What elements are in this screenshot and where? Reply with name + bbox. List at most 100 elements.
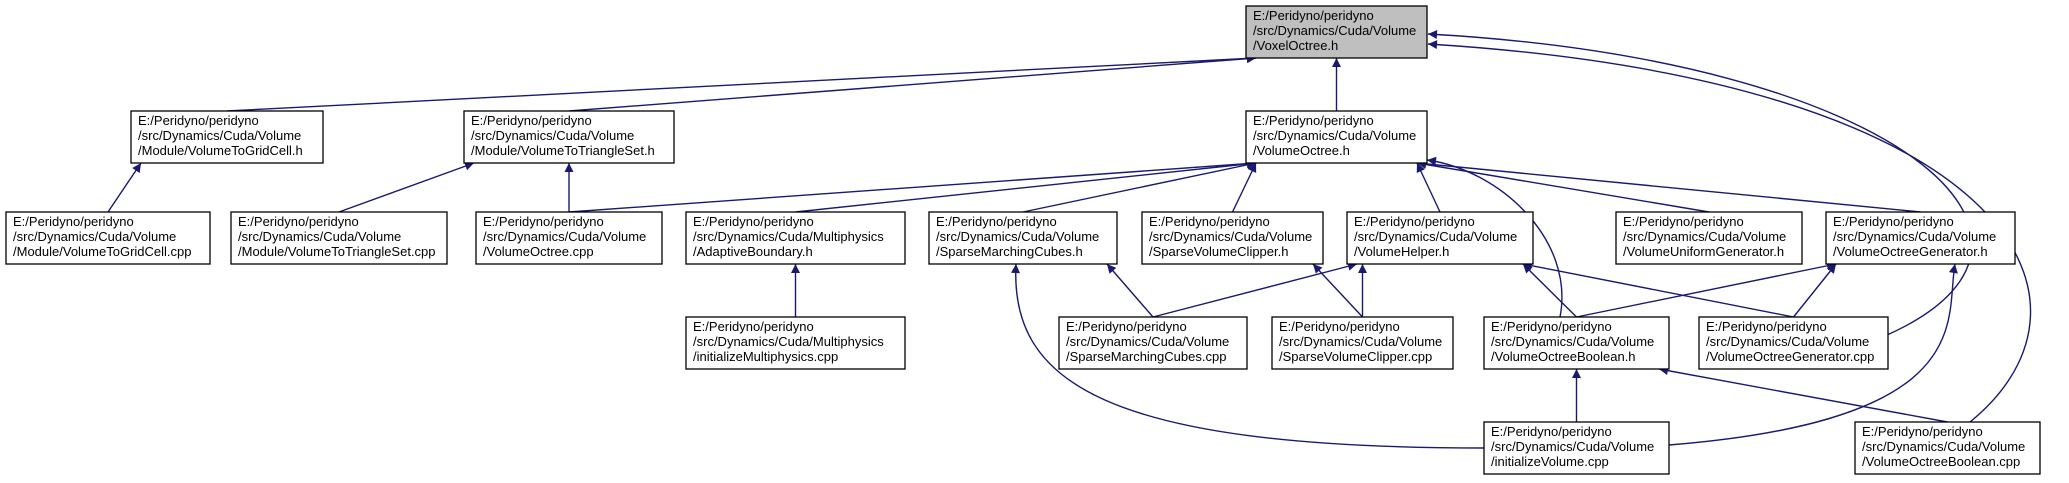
edge-volumeoctree_cpp-to-volumeoctree_h bbox=[568, 159, 1257, 213]
node-label-line: /src/Dynamics/Cuda/Volume bbox=[1491, 334, 1654, 349]
node-box bbox=[1825, 211, 2016, 265]
edge-adaptiveboundary_h-to-volumeoctree_h bbox=[795, 159, 1257, 213]
node-volumeoctreegenerator_cpp[interactable]: E:/Peridyno/peridyno/src/Dynamics/Cuda/V… bbox=[1698, 316, 1889, 370]
node-label-line: E:/Peridyno/peridyno bbox=[1253, 113, 1374, 128]
node-volumetogridcell_cpp[interactable]: E:/Peridyno/peridyno/src/Dynamics/Cuda/V… bbox=[5, 211, 211, 265]
node-label-line: /Module/VolumeToGridCell.h bbox=[138, 143, 303, 158]
edges-layer bbox=[107, 30, 2032, 449]
node-label-line: /src/Dynamics/Cuda/Volume bbox=[471, 128, 634, 143]
node-label-line: /VoxelOctree.h bbox=[1253, 38, 1338, 53]
node-label-line: /src/Dynamics/Cuda/Volume bbox=[1833, 229, 1996, 244]
node-adaptiveboundary_h[interactable]: E:/Peridyno/peridyno/src/Dynamics/Cuda/M… bbox=[685, 211, 906, 265]
node-sparsemarchingcubes_cpp[interactable]: E:/Peridyno/peridyno/src/Dynamics/Cuda/V… bbox=[1058, 316, 1248, 370]
edge-volumeoctreegenerator_cpp-to-volumehelper_h bbox=[1522, 261, 1794, 318]
node-label-line: E:/Peridyno/peridyno bbox=[1491, 424, 1612, 439]
node-label-line: E:/Peridyno/peridyno bbox=[1862, 424, 1983, 439]
node-label-line: /AdaptiveBoundary.h bbox=[693, 244, 813, 259]
node-label-line: /VolumeOctreeGenerator.h bbox=[1833, 244, 1988, 259]
node-box bbox=[928, 211, 1118, 265]
node-label-line: /VolumeUniformGenerator.h bbox=[1623, 244, 1784, 259]
node-label-line: /src/Dynamics/Cuda/Volume bbox=[1066, 334, 1229, 349]
edge-volumeoctreeboolean_h-to-volumehelper_h bbox=[1522, 263, 1577, 318]
edge-volumetotriangleset_cpp-to-volumetotriangleset_h bbox=[338, 161, 475, 213]
edge-volumehelper_h-to-volumeoctree_h bbox=[1416, 162, 1441, 213]
node-label-line: /src/Dynamics/Cuda/Volume bbox=[1623, 229, 1786, 244]
edge-volumetogridcell_h-to-voxeloctree_h bbox=[226, 53, 1257, 112]
node-label-line: /SparseMarchingCubes.h bbox=[936, 244, 1083, 259]
node-box bbox=[685, 211, 906, 265]
node-label-line: E:/Peridyno/peridyno bbox=[1354, 214, 1475, 229]
edge-volumeoctreeboolean_cpp-to-voxeloctree_h bbox=[1427, 40, 2032, 423]
node-sparsevolumeclipper_h[interactable]: E:/Peridyno/peridyno/src/Dynamics/Cuda/V… bbox=[1141, 211, 1324, 265]
node-label-line: E:/Peridyno/peridyno bbox=[1253, 8, 1374, 23]
node-label-line: /src/Dynamics/Cuda/Volume bbox=[936, 229, 1099, 244]
node-label-line: E:/Peridyno/peridyno bbox=[238, 214, 359, 229]
node-label-line: E:/Peridyno/peridyno bbox=[936, 214, 1057, 229]
node-box bbox=[1615, 211, 1803, 265]
node-label-line: E:/Peridyno/peridyno bbox=[693, 319, 814, 334]
node-label-line: /src/Dynamics/Cuda/Volume bbox=[138, 128, 301, 143]
node-label-line: /Module/VolumeToGridCell.cpp bbox=[13, 244, 191, 259]
node-label-line: /VolumeOctreeGenerator.cpp bbox=[1706, 349, 1874, 364]
node-label-line: /SparseMarchingCubes.cpp bbox=[1066, 349, 1226, 364]
node-box bbox=[1854, 421, 2041, 475]
node-label-line: /VolumeOctree.cpp bbox=[483, 244, 594, 259]
node-label-line: E:/Peridyno/peridyno bbox=[1623, 214, 1744, 229]
edge-initializevolume_cpp-to-volumeoctreegenerator_h bbox=[1668, 263, 1958, 446]
node-box bbox=[5, 211, 211, 265]
edge-sparsevolumeclipper_h-to-volumeoctree_h bbox=[1231, 162, 1257, 213]
node-label-line: /src/Dynamics/Cuda/Multiphysics bbox=[693, 334, 884, 349]
node-box bbox=[1271, 316, 1454, 370]
node-label-line: /VolumeOctreeBoolean.h bbox=[1491, 349, 1636, 364]
node-box bbox=[1245, 5, 1428, 59]
node-volumeoctree_h[interactable]: E:/Peridyno/peridyno/src/Dynamics/Cuda/V… bbox=[1245, 110, 1428, 164]
node-label-line: /src/Dynamics/Cuda/Volume bbox=[483, 229, 646, 244]
node-box bbox=[685, 316, 906, 370]
node-volumeoctreeboolean_cpp[interactable]: E:/Peridyno/peridyno/src/Dynamics/Cuda/V… bbox=[1854, 421, 2041, 475]
node-initializevolume_cpp[interactable]: E:/Peridyno/peridyno/src/Dynamics/Cuda/V… bbox=[1483, 421, 1670, 475]
node-box bbox=[1346, 211, 1534, 265]
node-sparsemarchingcubes_h[interactable]: E:/Peridyno/peridyno/src/Dynamics/Cuda/V… bbox=[928, 211, 1118, 265]
node-box bbox=[130, 110, 324, 164]
node-volumeoctreegenerator_h[interactable]: E:/Peridyno/peridyno/src/Dynamics/Cuda/V… bbox=[1825, 211, 2016, 265]
node-box bbox=[230, 211, 448, 265]
node-box bbox=[1698, 316, 1889, 370]
node-volumetotriangleset_cpp[interactable]: E:/Peridyno/peridyno/src/Dynamics/Cuda/V… bbox=[230, 211, 448, 265]
node-label-line: /src/Dynamics/Cuda/Multiphysics bbox=[693, 229, 884, 244]
edge-volumetogridcell_cpp-to-volumetogridcell_h bbox=[107, 162, 142, 213]
node-sparsevolumeclipper_cpp[interactable]: E:/Peridyno/peridyno/src/Dynamics/Cuda/V… bbox=[1271, 316, 1454, 370]
nodes-layer: E:/Peridyno/peridyno/src/Dynamics/Cuda/V… bbox=[5, 5, 2041, 475]
node-label-line: /src/Dynamics/Cuda/Volume bbox=[1706, 334, 1869, 349]
node-box bbox=[463, 110, 675, 164]
node-volumetogridcell_h[interactable]: E:/Peridyno/peridyno/src/Dynamics/Cuda/V… bbox=[130, 110, 324, 164]
node-label-line: /src/Dynamics/Cuda/Volume bbox=[1279, 334, 1442, 349]
node-label-line: /initializeVolume.cpp bbox=[1491, 454, 1609, 469]
edge-sparsevolumeclipper_cpp-to-sparsevolumeclipper_h bbox=[1312, 263, 1364, 318]
node-label-line: /initializeMultiphysics.cpp bbox=[693, 349, 838, 364]
node-label-line: E:/Peridyno/peridyno bbox=[471, 113, 592, 128]
node-label-line: E:/Peridyno/peridyno bbox=[1706, 319, 1827, 334]
node-volumehelper_h[interactable]: E:/Peridyno/peridyno/src/Dynamics/Cuda/V… bbox=[1346, 211, 1534, 265]
node-box bbox=[1141, 211, 1324, 265]
node-label-line: E:/Peridyno/peridyno bbox=[1279, 319, 1400, 334]
edge-volumeoctreeboolean_cpp-to-volumeoctreeboolean_h bbox=[1658, 366, 1948, 423]
node-volumeoctreeboolean_h[interactable]: E:/Peridyno/peridyno/src/Dynamics/Cuda/V… bbox=[1483, 316, 1670, 370]
node-label-line: E:/Peridyno/peridyno bbox=[1149, 214, 1270, 229]
node-volumeoctree_cpp[interactable]: E:/Peridyno/peridyno/src/Dynamics/Cuda/V… bbox=[475, 211, 663, 265]
node-label-line: E:/Peridyno/peridyno bbox=[1833, 214, 1954, 229]
node-initializemultiphysics_cpp[interactable]: E:/Peridyno/peridyno/src/Dynamics/Cuda/M… bbox=[685, 316, 906, 370]
edge-volumeoctreegenerator_h-to-volumeoctree_h bbox=[1416, 159, 1921, 213]
edge-sparsemarchingcubes_h-to-volumeoctree_h bbox=[1022, 160, 1257, 213]
node-label-line: /VolumeHelper.h bbox=[1354, 244, 1449, 259]
node-volumetotriangleset_h[interactable]: E:/Peridyno/peridyno/src/Dynamics/Cuda/V… bbox=[463, 110, 675, 164]
node-volumeuniformgenerator_h[interactable]: E:/Peridyno/peridyno/src/Dynamics/Cuda/V… bbox=[1615, 211, 1803, 265]
node-label-line: /VolumeOctree.h bbox=[1253, 143, 1350, 158]
node-label-line: /SparseVolumeClipper.cpp bbox=[1279, 349, 1432, 364]
node-label-line: E:/Peridyno/peridyno bbox=[13, 214, 134, 229]
node-label-line: /src/Dynamics/Cuda/Volume bbox=[1354, 229, 1517, 244]
node-label-line: E:/Peridyno/peridyno bbox=[1066, 319, 1187, 334]
node-label-line: /src/Dynamics/Cuda/Volume bbox=[1253, 128, 1416, 143]
edge-sparsemarchingcubes_cpp-to-sparsemarchingcubes_h bbox=[1106, 263, 1154, 318]
node-label-line: /SparseVolumeClipper.h bbox=[1149, 244, 1288, 259]
